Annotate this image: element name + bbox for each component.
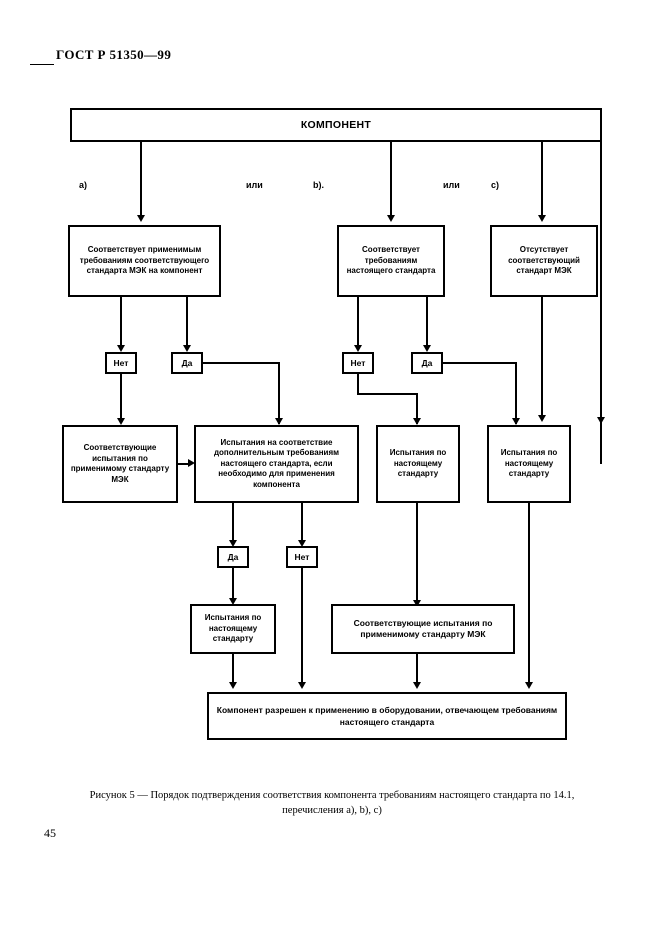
- condition-box-a: Соответствует применимым требованиям соо…: [68, 225, 221, 297]
- standard-header: ГОСТ Р 51350—99: [56, 47, 172, 62]
- component-root-label: КОМПОНЕНТ: [300, 119, 372, 131]
- connector-mid-no-down: [301, 568, 303, 686]
- action-box-std-tests-right: Испытания по настоящему стандарту: [487, 425, 571, 503]
- branch-label-c: c): [491, 180, 500, 190]
- arrowhead-a-no: [117, 345, 125, 352]
- arrowhead-lower-std-down: [229, 682, 237, 689]
- figure-caption-line-1: Рисунок 5 — Порядок подтверждения соотве…: [89, 790, 575, 801]
- decision-box-b-yes: Да: [411, 352, 443, 374]
- connector-b-no-down2: [416, 393, 418, 424]
- connector-b-yes-right: [443, 362, 517, 364]
- decision-box-b-no: Нет: [342, 352, 374, 374]
- header-rule: [30, 64, 54, 65]
- branch-label-or-1: или: [246, 180, 263, 190]
- arrowhead-std-right-down: [525, 682, 533, 689]
- arrowhead-root-right-rail: [597, 417, 605, 424]
- connector-additional-to-no: [301, 503, 303, 543]
- arrowhead-b-no-down: [413, 418, 421, 425]
- connector-mid-yes-down: [232, 568, 234, 602]
- component-root-box: КОМПОНЕНТ: [70, 108, 602, 142]
- connector-b-no-right: [357, 393, 418, 395]
- action-box-std-tests-mid: Испытания по настоящему стандарту: [376, 425, 460, 503]
- decision-box-mid-yes-label: Да: [227, 552, 239, 562]
- decision-box-a-yes-label: Да: [181, 358, 193, 368]
- arrowhead-iec-to-additional: [188, 459, 195, 467]
- action-box-additional-tests-label: Испытания на соответствие дополнительным…: [213, 437, 340, 489]
- arrowhead-mid-yes-down: [229, 598, 237, 605]
- condition-box-a-label: Соответствует применимым требованиям соо…: [79, 245, 210, 276]
- branch-label-or-2: или: [443, 180, 460, 190]
- decision-box-mid-yes: Да: [217, 546, 249, 568]
- branch-label-b: b).: [313, 180, 324, 190]
- decision-box-b-no-label: Нет: [350, 358, 366, 368]
- arrowhead-b-yes-down: [512, 418, 520, 425]
- arrowhead-root-a: [137, 215, 145, 222]
- connector-lower-iec-down: [416, 654, 418, 686]
- figure-caption: Рисунок 5 — Порядок подтверждения соотве…: [52, 788, 612, 818]
- connector-std-right-down: [528, 503, 530, 686]
- action-box-iec-tests-left: Соответствующие испытания по применимому…: [62, 425, 178, 503]
- connector-root-a: [140, 142, 142, 218]
- action-box-iec-tests-left-label: Соответствующие испытания по применимому…: [70, 443, 170, 484]
- action-box-std-tests-lower-label: Испытания по настоящему стандарту: [204, 613, 262, 644]
- action-box-std-tests-right-label: Испытания по настоящему стандарту: [500, 448, 558, 479]
- arrowhead-lower-iec-down: [413, 682, 421, 689]
- condition-box-c: Отсутствует соответствующий стандарт МЭК: [490, 225, 598, 297]
- page-number: 45: [44, 826, 56, 840]
- arrowhead-root-c: [538, 215, 546, 222]
- decision-box-a-yes: Да: [171, 352, 203, 374]
- result-box: Компонент разрешен к применению в оборуд…: [207, 692, 567, 740]
- arrowhead-additional-no: [298, 540, 306, 547]
- connector-b-to-no: [357, 297, 359, 347]
- connector-std-mid-down: [416, 503, 418, 605]
- connector-a-no-down: [120, 374, 122, 422]
- result-box-label: Компонент разрешен к применению в оборуд…: [216, 705, 558, 727]
- connector-root-right-rail: [600, 142, 602, 464]
- arrowhead-a-yes: [183, 345, 191, 352]
- action-box-additional-tests: Испытания на соответствие дополнительным…: [194, 425, 359, 503]
- connector-a-to-no: [120, 297, 122, 347]
- connector-a-to-yes: [186, 297, 188, 347]
- connector-root-b: [390, 142, 392, 218]
- connector-iec-to-additional: [178, 463, 190, 465]
- arrowhead-b-no: [354, 345, 362, 352]
- connector-lower-std-down: [232, 654, 234, 686]
- arrowhead-a-yes-down: [275, 418, 283, 425]
- condition-box-c-label: Отсутствует соответствующий стандарт МЭК: [508, 245, 580, 276]
- figure-caption-line-2: перечисления a), b), c): [282, 805, 382, 816]
- condition-box-b: Соответствует требованиям настоящего ста…: [337, 225, 445, 297]
- action-box-std-tests-lower: Испытания по настоящему стандарту: [190, 604, 276, 654]
- arrowhead-a-no-down: [117, 418, 125, 425]
- arrowhead-additional-yes: [229, 540, 237, 547]
- connector-root-c: [541, 142, 543, 218]
- decision-box-mid-no: Нет: [286, 546, 318, 568]
- arrowhead-mid-no-down: [298, 682, 306, 689]
- decision-box-mid-no-label: Нет: [294, 552, 310, 562]
- connector-b-to-yes: [426, 297, 428, 347]
- action-box-iec-tests-lower-label: Соответствующие испытания по применимому…: [353, 617, 493, 640]
- action-box-iec-tests-lower: Соответствующие испытания по применимому…: [331, 604, 515, 654]
- connector-a-yes-down: [278, 362, 280, 424]
- connector-c-down: [541, 297, 543, 417]
- decision-box-a-no: Нет: [105, 352, 137, 374]
- arrowhead-c-down: [538, 415, 546, 422]
- decision-box-b-yes-label: Да: [421, 358, 433, 368]
- action-box-std-tests-mid-label: Испытания по настоящему стандарту: [389, 448, 447, 479]
- decision-box-a-no-label: Нет: [113, 358, 129, 368]
- arrowhead-b-yes: [423, 345, 431, 352]
- connector-a-yes-right: [203, 362, 280, 364]
- connector-b-yes-down: [515, 362, 517, 424]
- flowchart: КОМПОНЕНТ a) или b). или c) Соответствуе…: [62, 108, 605, 740]
- connector-additional-to-yes: [232, 503, 234, 543]
- condition-box-b-label: Соответствует требованиям настоящего ста…: [346, 245, 436, 276]
- connector-b-no-down1: [357, 374, 359, 395]
- arrowhead-std-mid-down: [413, 600, 421, 607]
- arrowhead-root-b: [387, 215, 395, 222]
- branch-label-a: a): [79, 180, 88, 190]
